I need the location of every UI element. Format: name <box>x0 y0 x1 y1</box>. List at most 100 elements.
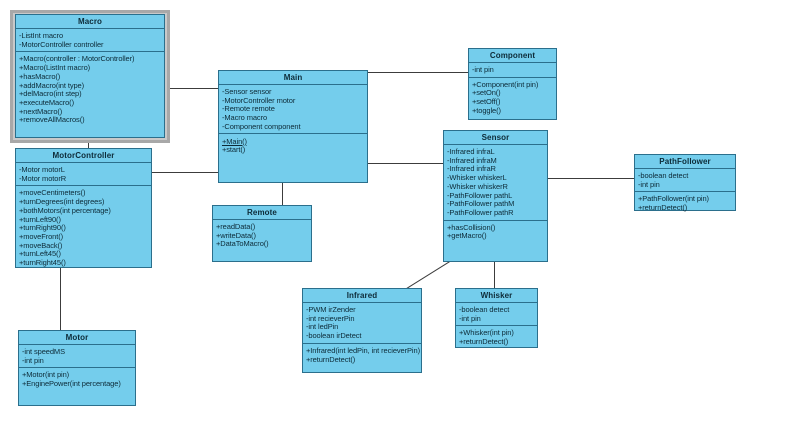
association-main-remote <box>282 183 283 205</box>
attribute-row: -Motor motorL <box>19 165 65 175</box>
attribute-row: -int pin <box>22 355 44 365</box>
attributes-component: -int pin <box>469 63 556 78</box>
class-box-remote[interactable]: Remote +readData() +writeData() +DataToM… <box>212 205 312 262</box>
class-box-sensor[interactable]: Sensor -Infrared infraL -Infrared infraM… <box>443 130 548 262</box>
method-row: +moveBack() <box>19 240 63 250</box>
class-box-macro[interactable]: Macro -ListInt macro -MotorController co… <box>15 14 165 138</box>
attribute-row: -int ledPin <box>306 322 339 332</box>
method-row: +getMacro() <box>447 231 487 241</box>
attribute-row: -int pin <box>638 179 660 189</box>
attributes-whisker: -boolean detect -int pin <box>456 303 537 327</box>
method-row: +returnDetect() <box>306 354 356 364</box>
class-name-sensor: Sensor <box>444 131 547 145</box>
method-row: +setOff() <box>472 97 501 107</box>
method-row: +turnDegrees(int degrees) <box>19 197 105 207</box>
method-row: +executeMacro() <box>19 97 74 107</box>
method-row: +EnginePower(int percentage) <box>22 379 121 389</box>
method-row: +returnDetect() <box>459 337 509 347</box>
method-row: +Whisker(int pin) <box>459 328 514 338</box>
method-row: +hasCollision() <box>447 222 496 232</box>
attributes-motor: -int speedMS -int pin <box>19 345 135 369</box>
attribute-row: -Whisker whiskerL <box>447 173 507 183</box>
attribute-row: -Sensor sensor <box>222 87 272 97</box>
class-name-infrared: Infrared <box>303 289 421 303</box>
class-box-motorcontroller[interactable]: MotorController -Motor motorL -Motor mot… <box>15 148 152 268</box>
attributes-main: -Sensor sensor -MotorController motor -R… <box>219 85 367 135</box>
class-box-component[interactable]: Component -int pin +Component(int pin) +… <box>468 48 557 120</box>
method-row: +removeAllMacros() <box>19 115 85 125</box>
class-name-motorcontroller: MotorController <box>16 149 151 163</box>
class-name-motor: Motor <box>19 331 135 345</box>
class-name-component: Component <box>469 49 556 63</box>
attribute-row: -boolean detect <box>459 305 510 315</box>
method-row: +toggle() <box>472 105 501 115</box>
attribute-row: -Component component <box>222 121 301 131</box>
method-row: +Infrared(int ledPin, int recieverPin) <box>306 345 420 355</box>
method-row: +Macro(ListInt macro) <box>19 63 91 73</box>
attributes-pathfollower: -boolean detect -int pin <box>635 169 735 193</box>
association-main-component <box>368 72 468 73</box>
methods-whisker: +Whisker(int pin) +returnDetect() <box>456 326 537 348</box>
attribute-row: -MotorController controller <box>19 39 104 49</box>
method-row: +addMacro(int type) <box>19 80 85 90</box>
class-name-pathfollower: PathFollower <box>635 155 735 169</box>
attribute-row: -PathFollower pathM <box>447 199 515 209</box>
method-row: +bothMotors(int percentage) <box>19 205 111 215</box>
attribute-row: -MotorController motor <box>222 95 296 105</box>
class-name-main: Main <box>219 71 367 85</box>
method-row: +turnRight90() <box>19 223 66 233</box>
attribute-row: -PWM irZender <box>306 305 356 315</box>
methods-macro: +Macro(controller : MotorController) +Ma… <box>16 52 164 127</box>
methods-remote: +readData() +writeData() +DataToMacro() <box>213 220 311 251</box>
method-row: +turnLeft90() <box>19 214 61 224</box>
class-box-infrared[interactable]: Infrared -PWM irZender -int recieverPin … <box>302 288 422 373</box>
methods-infrared: +Infrared(int ledPin, int recieverPin) +… <box>303 344 421 366</box>
method-row: +turnLeft45() <box>19 249 61 259</box>
class-name-macro: Macro <box>16 15 164 29</box>
attributes-macro: -ListInt macro -MotorController controll… <box>16 29 164 53</box>
association-main-sensor <box>368 163 443 164</box>
class-box-motor[interactable]: Motor -int speedMS -int pin +Motor(int p… <box>18 330 136 406</box>
method-row: +moveFront() <box>19 231 64 241</box>
method-row: +Motor(int pin) <box>22 370 70 380</box>
attributes-infrared: -PWM irZender -int recieverPin -int ledP… <box>303 303 421 344</box>
attributes-sensor: -Infrared infraL -Infrared infraM -Infra… <box>444 145 547 221</box>
attribute-row: -int pin <box>472 65 494 75</box>
attribute-row: -boolean detect <box>638 171 689 181</box>
class-box-main[interactable]: Main -Sensor sensor -MotorController mot… <box>218 70 368 183</box>
class-name-remote: Remote <box>213 206 311 220</box>
method-row-static: +Main() <box>222 136 247 146</box>
methods-component: +Component(int pin) +setOn() +setOff() +… <box>469 78 556 118</box>
association-macro-motorcontroller <box>88 140 89 148</box>
attributes-motorcontroller: -Motor motorL -Motor motorR <box>16 163 151 187</box>
attribute-row: -Infrared infraR <box>447 164 496 174</box>
method-row: +PathFollower(int pin) <box>638 194 709 204</box>
attribute-row: -Motor motorR <box>19 173 67 183</box>
method-row: +turnRight45() <box>19 257 66 267</box>
method-row: +returnDetect() <box>638 203 688 213</box>
method-row: +DataToMacro() <box>216 239 269 249</box>
method-row: +Component(int pin) <box>472 79 539 89</box>
method-row: +hasMacro() <box>19 71 61 81</box>
association-motorcontroller-motor <box>60 268 61 330</box>
method-row: +start() <box>222 145 246 155</box>
association-macro-main <box>168 88 218 89</box>
attribute-row: -Infrared infraM <box>447 155 497 165</box>
class-box-whisker[interactable]: Whisker -boolean detect -int pin +Whiske… <box>455 288 538 348</box>
association-sensor-pathfollower <box>548 178 634 179</box>
method-row: +Macro(controller : MotorController) <box>19 54 135 64</box>
method-row: +moveCentimeters() <box>19 188 86 198</box>
methods-main: +Main() +start() <box>219 134 367 156</box>
association-motorcontroller-main <box>152 172 218 173</box>
attribute-row: -Whisker whiskerR <box>447 181 508 191</box>
attribute-row: -boolean irDetect <box>306 331 362 341</box>
method-row: +readData() <box>216 222 256 232</box>
class-box-pathfollower[interactable]: PathFollower -boolean detect -int pin +P… <box>634 154 736 211</box>
attribute-row: -PathFollower pathR <box>447 207 514 217</box>
attribute-row: -int recieverPin <box>306 313 355 323</box>
methods-pathfollower: +PathFollower(int pin) +returnDetect() <box>635 192 735 214</box>
attribute-row: -ListInt macro <box>19 31 64 41</box>
class-name-whisker: Whisker <box>456 289 537 303</box>
attribute-row: -Macro macro <box>222 113 268 123</box>
